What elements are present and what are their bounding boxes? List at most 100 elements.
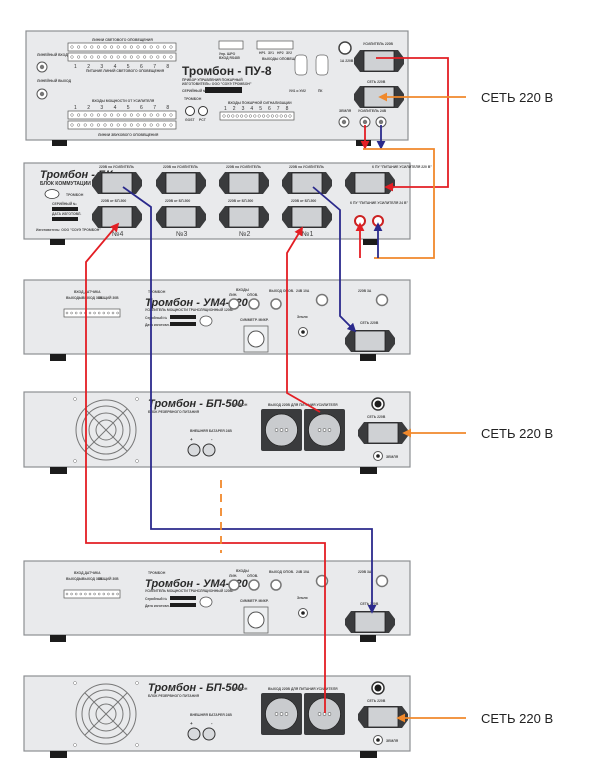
um4-mains-socket[interactable] (345, 611, 395, 633)
bk-from-bp-label: 220В от БП-500 (101, 199, 126, 203)
pu8-pc-connector[interactable] (315, 54, 329, 76)
pu8-rs485-terminal[interactable] (218, 40, 244, 50)
terminal-hole (143, 45, 147, 49)
um4-fuse24-holder[interactable] (315, 293, 329, 307)
um4-inputs-label: ВХОДЫ (236, 288, 250, 292)
um4-output-opov-jack[interactable] (270, 298, 282, 310)
um4-terminal-block[interactable] (63, 589, 121, 599)
bk-to-amp-socket[interactable] (156, 172, 206, 194)
bk-from-bp-socket[interactable] (219, 206, 269, 228)
um4-input-lin-jack[interactable] (228, 579, 240, 591)
bp500-battery-minus-terminal[interactable] (202, 727, 216, 741)
um4-fuse220-holder[interactable] (375, 293, 389, 307)
bk-to-amp-socket[interactable] (92, 172, 142, 194)
pu8-db9-connector[interactable] (294, 54, 308, 76)
terminal-hole (70, 45, 74, 49)
um4-output-opov-jack[interactable] (270, 579, 282, 591)
bk-foot (50, 239, 65, 245)
terminal-hole (169, 113, 173, 117)
bp500-foot (360, 751, 377, 758)
terminal-hole (248, 114, 252, 118)
bk-pu-220-socket[interactable] (345, 172, 395, 194)
terminal-hole (83, 55, 87, 59)
bp500-mains-socket[interactable] (358, 706, 408, 728)
um4-ground-label: Земля (297, 596, 308, 600)
um4-input-opov-jack[interactable] (248, 579, 260, 591)
bp500-plus-sign: + (190, 437, 193, 442)
um4-foot (360, 635, 376, 642)
pu8-terminal-strip-light[interactable] (67, 42, 177, 52)
terminal-hole (70, 592, 73, 596)
pu8-terminal-strip-amp[interactable] (67, 110, 177, 120)
bp500-mains-socket[interactable] (358, 422, 408, 444)
relay-name: НР1 (259, 51, 266, 55)
wire-bp2-to-bk4 (85, 222, 326, 713)
terminal-hole (116, 113, 120, 117)
um4-date-label: Дата изготовл. (145, 604, 170, 608)
pu8-relay-terminal[interactable] (256, 40, 294, 50)
terminal-hole (77, 113, 81, 117)
bp500-ground-label: ЗЕМЛЯ (386, 455, 399, 459)
bp500-battery-plus-terminal[interactable] (187, 443, 201, 457)
pu8-fire-terminal[interactable] (219, 111, 295, 121)
pu8-subtitle-2: ИЗГОТОВИТЕЛЬ: ООО "СОУЭ ТРОМБОН" (182, 82, 252, 86)
terminal-hole (90, 123, 94, 127)
pu8-subtitle-1: ПРИБОР УПРАВЛЕНИЯ ПОЖАРНЫЙ (182, 78, 243, 82)
um4-input-lin-jack[interactable] (228, 298, 240, 310)
bp500-foot (50, 467, 67, 474)
um4-serial-field (170, 596, 196, 600)
terminal-hole (97, 311, 101, 315)
terminal-hole (116, 592, 119, 596)
pu8-terminal-strip-sound[interactable] (67, 120, 177, 130)
pu8-amp220-label: УСИЛИТЕЛЬ 220В (363, 42, 394, 46)
pu8-cert-1: GOST (185, 118, 196, 122)
bp500-outlet-2[interactable] (304, 409, 345, 451)
xlr-socket (247, 611, 265, 629)
terminal-hole (93, 592, 96, 596)
bp500-outlet-2[interactable] (304, 693, 345, 735)
um4-mains-label: СЕТЬ 220В (360, 321, 379, 325)
terminal-hole (129, 55, 133, 59)
bk-from-bp-socket[interactable] (156, 206, 206, 228)
terminal-hole (65, 592, 69, 596)
um4-foot (360, 354, 376, 361)
channel-number: 5 (127, 105, 130, 111)
um4-input-opov-label: ОПОВ. (247, 293, 258, 297)
channel-number: 2 (87, 105, 90, 111)
um4-input-opov-jack[interactable] (248, 298, 260, 310)
terminal-hole (270, 114, 274, 118)
pu8-amp220-socket[interactable] (354, 50, 404, 72)
channel-number: 3 (242, 106, 245, 112)
terminal-hole (162, 45, 166, 49)
terminal-hole (123, 55, 127, 59)
bp500-outlet-1[interactable] (261, 409, 302, 451)
um4-terminal-block[interactable] (63, 308, 121, 318)
bp500-mains-label: СЕТЬ 220В (367, 415, 386, 419)
bk-from-bp-socket[interactable] (92, 206, 142, 228)
bp500-battery-minus-terminal[interactable] (202, 443, 216, 457)
um4-fuse220-holder[interactable] (375, 574, 389, 588)
um4-terminal-group: ОБЩИЙ 30В (98, 296, 119, 300)
pu8-fuse-holder[interactable] (338, 41, 352, 55)
um4-output-opov-label: ВЫХОД ОПОВ. (269, 570, 294, 574)
channel-number: 6 (140, 64, 143, 70)
bp500-outlet-1[interactable] (261, 693, 302, 735)
bk-from-bp-label: 220В от БП-500 (165, 199, 190, 203)
terminal-hole (88, 311, 92, 315)
fuse-core (374, 684, 382, 692)
pu8-sound-lines-label: ЛИНИИ ЗВУКОВОГО ОПОВЕЩЕНИЯ (98, 133, 159, 137)
um4-terminal-group: ВЫХОД 30В (82, 577, 103, 581)
terminal-hole (129, 45, 133, 49)
relay-name: НР2 (277, 51, 284, 55)
bp500-battery-plus-terminal[interactable] (187, 727, 201, 741)
terminal-hole (156, 45, 160, 49)
um4-fuse220-label: 220В 3А (358, 289, 372, 293)
wire-pu-to-bk-220v (376, 57, 449, 192)
bk-to-amp-socket[interactable] (282, 172, 332, 194)
bk-to-amp-socket[interactable] (219, 172, 269, 194)
um4-mains-socket[interactable] (345, 330, 395, 352)
bk-from-bp-socket[interactable] (282, 206, 332, 228)
pu8-terminal-strip-light-power[interactable] (67, 52, 177, 62)
